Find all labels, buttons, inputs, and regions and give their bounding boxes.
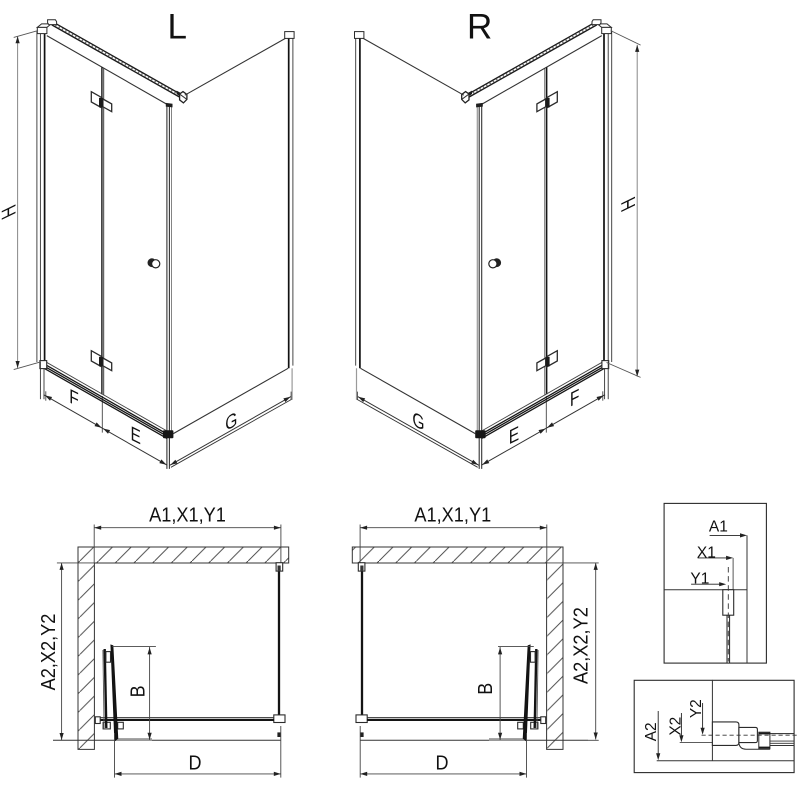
svg-text:A1,X1,Y1: A1,X1,Y1 <box>149 505 226 527</box>
svg-text:R: R <box>467 8 492 47</box>
svg-text:Y2: Y2 <box>688 699 705 718</box>
svg-text:F: F <box>570 384 580 411</box>
svg-text:G: G <box>412 407 424 435</box>
svg-text:A2,X2,Y2: A2,X2,Y2 <box>571 607 593 684</box>
svg-text:E: E <box>130 421 140 449</box>
svg-text:E: E <box>509 421 519 449</box>
svg-text:A2: A2 <box>643 722 660 741</box>
svg-text:B: B <box>475 683 497 695</box>
svg-text:B: B <box>128 685 150 697</box>
svg-text:D: D <box>189 752 202 774</box>
svg-text:Y1: Y1 <box>690 571 709 588</box>
svg-text:G: G <box>225 407 237 435</box>
svg-text:A2,X2,Y2: A2,X2,Y2 <box>38 614 60 691</box>
svg-text:X2: X2 <box>668 717 685 736</box>
svg-text:A1: A1 <box>709 519 728 536</box>
svg-text:A1,X1,Y1: A1,X1,Y1 <box>414 505 491 527</box>
svg-text:L: L <box>168 8 187 47</box>
svg-text:X1: X1 <box>697 544 716 561</box>
svg-text:F: F <box>69 384 79 411</box>
svg-text:D: D <box>436 752 449 774</box>
